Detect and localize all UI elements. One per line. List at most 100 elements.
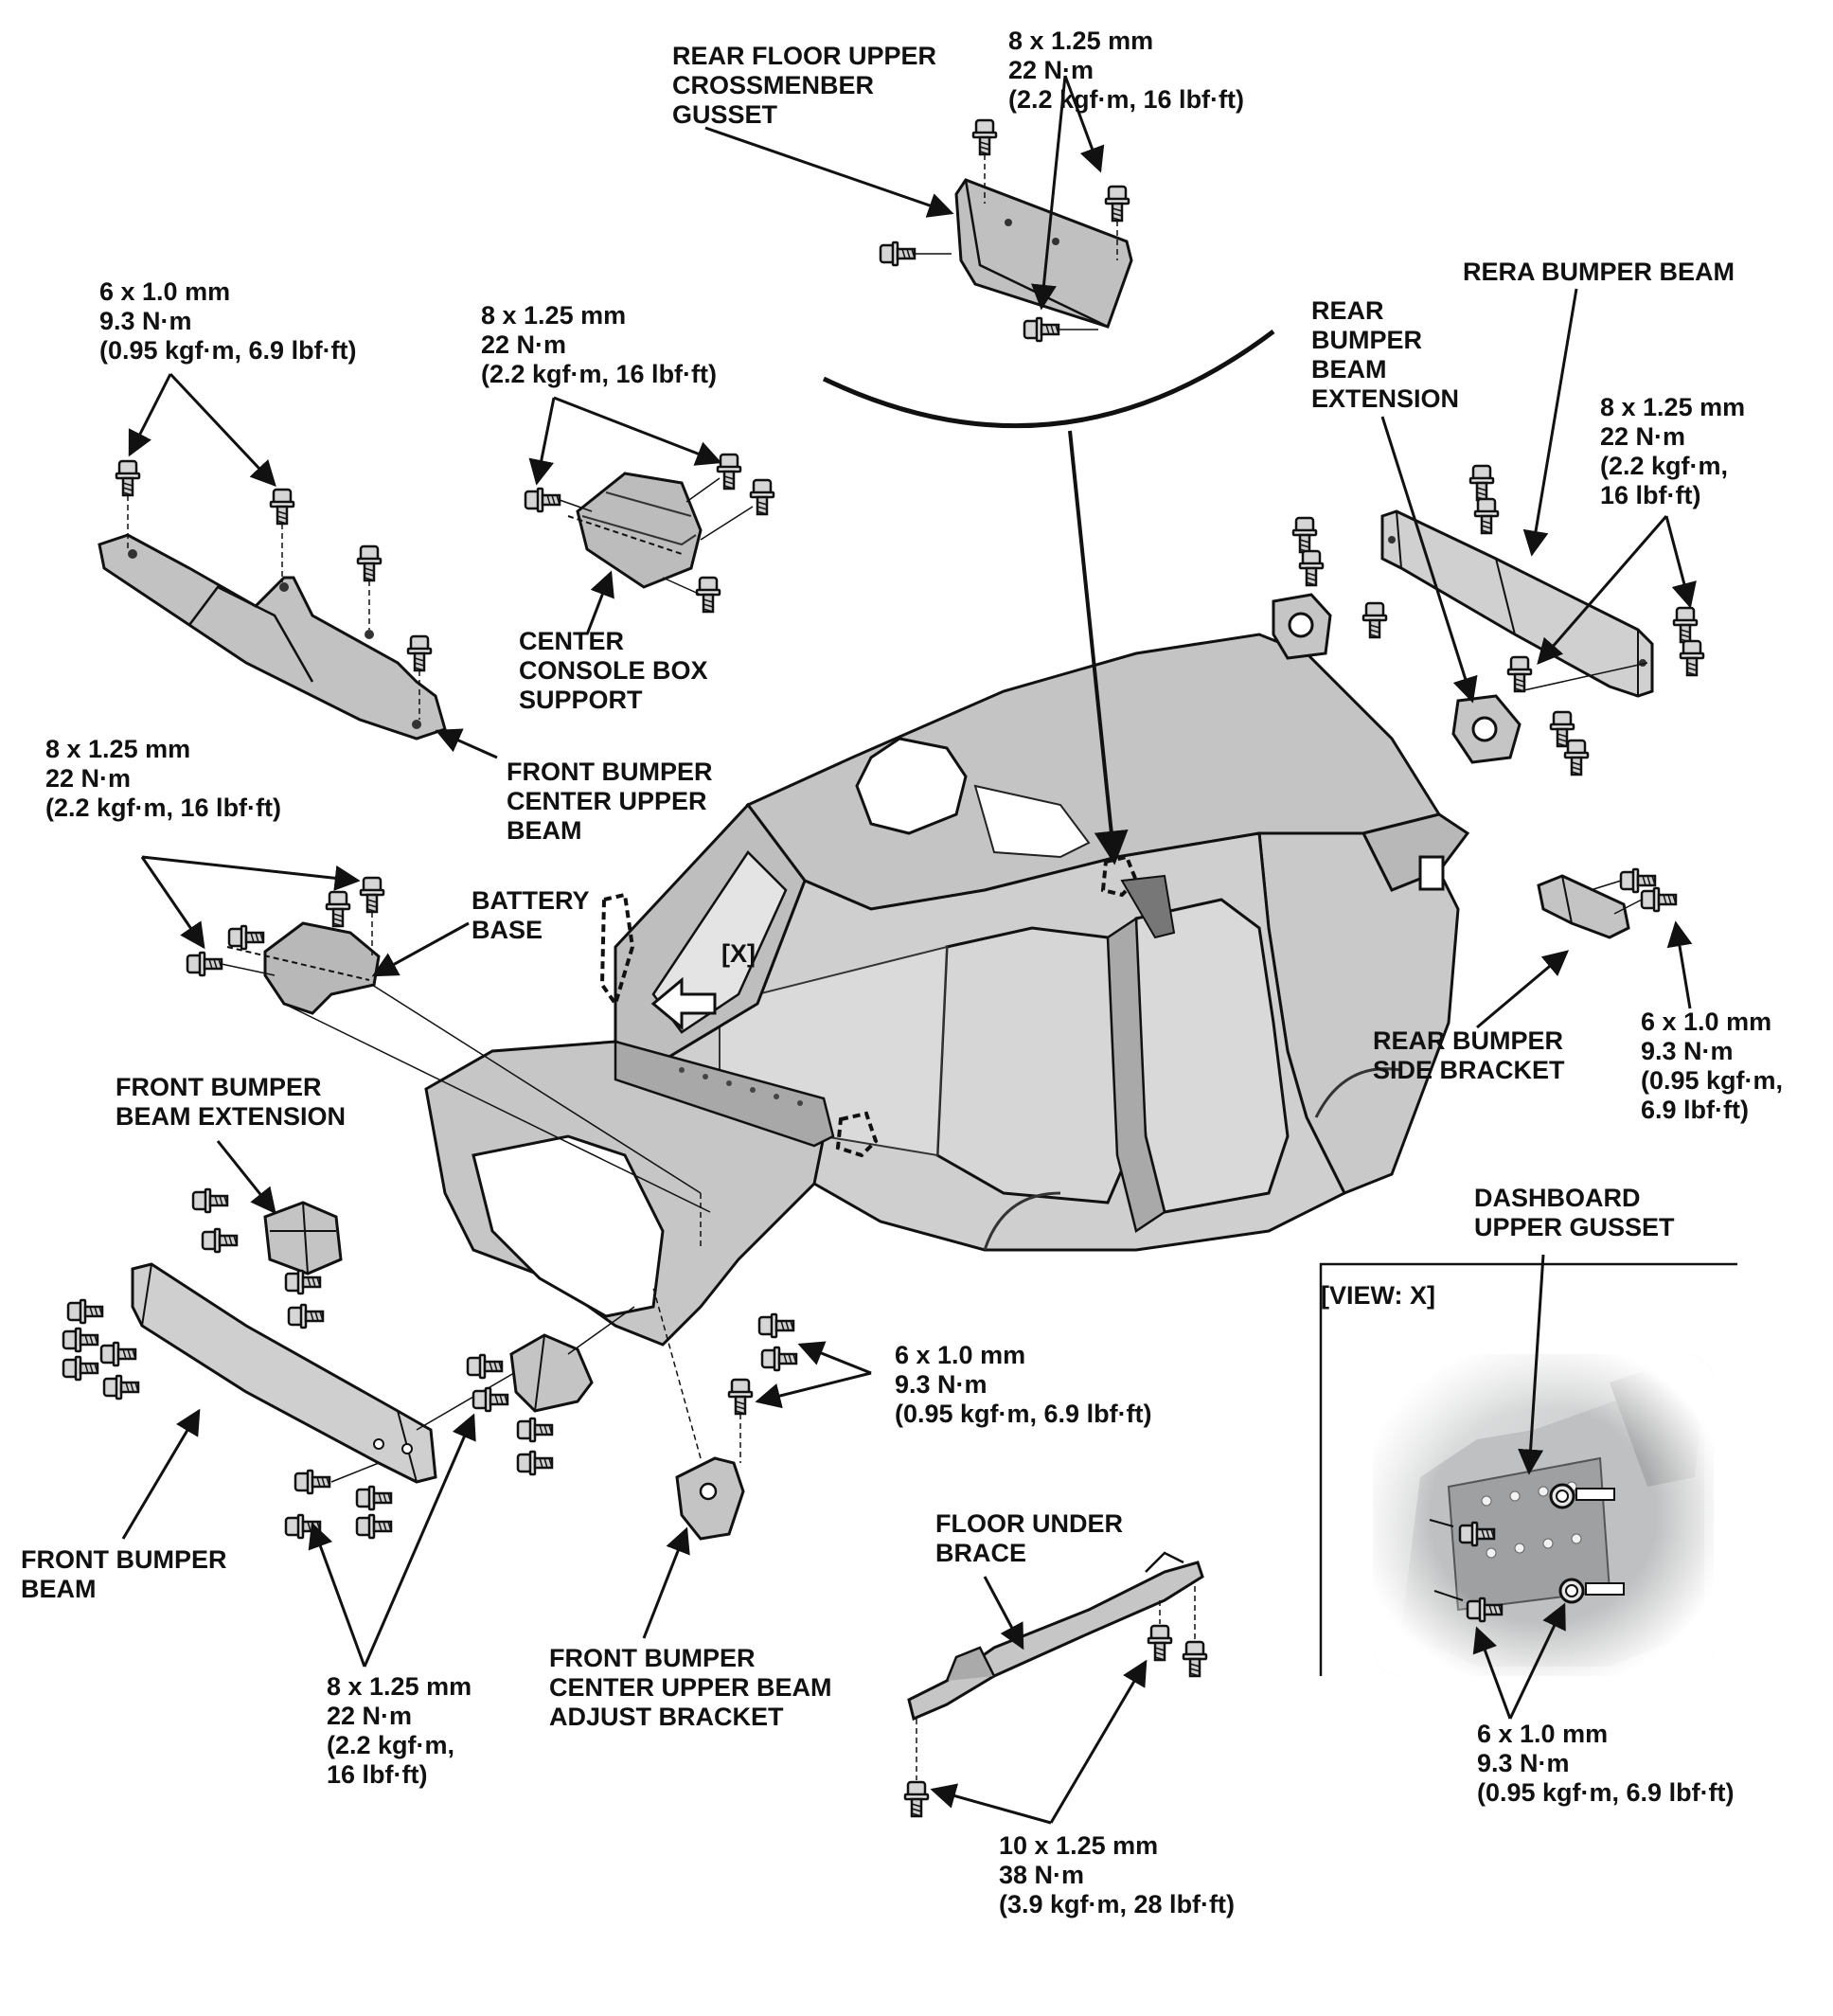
spec-front-upper-beam: 6 x 1.0 mm 9.3 N·m (0.95 kgf·m, 6.9 lbf·… bbox=[99, 277, 357, 366]
label-line: RERA BUMPER BEAM bbox=[1463, 258, 1735, 286]
label-line: BEAM bbox=[507, 816, 582, 845]
spec-rear-side-bracket: 6 x 1.0 mm 9.3 N·m (0.95 kgf·m, 6.9 lbf·… bbox=[1641, 1008, 1783, 1125]
label-rear-floor-gusset: REAR FLOOR UPPER CROSSMENBER GUSSET bbox=[672, 42, 936, 130]
spec-adjust-bracket: 6 x 1.0 mm 9.3 N·m (0.95 kgf·m, 6.9 lbf·… bbox=[895, 1341, 1152, 1429]
label-line: FRONT BUMPER bbox=[507, 758, 713, 786]
spec-dashboard-gusset: 6 x 1.0 mm 9.3 N·m (0.95 kgf·m, 6.9 lbf·… bbox=[1477, 1720, 1735, 1808]
spec-floor-under-brace: 10 x 1.25 mm 38 N·m (3.9 kgf·m, 28 lbf·f… bbox=[999, 1831, 1235, 1919]
spec-line: 22 N·m bbox=[45, 764, 132, 793]
spec-line: 6 x 1.0 mm bbox=[1477, 1720, 1609, 1748]
spec-line: 6 x 1.0 mm bbox=[1641, 1008, 1772, 1036]
spec-line: (0.95 kgf·m, 6.9 lbf·ft) bbox=[895, 1400, 1152, 1428]
spec-line: (0.95 kgf·m, 6.9 lbf·ft) bbox=[99, 336, 357, 365]
spec-line: 22 N·m bbox=[481, 330, 567, 359]
spec-line: 22 N·m bbox=[327, 1702, 413, 1730]
spec-front-bumper-beam: 8 x 1.25 mm 22 N·m (2.2 kgf·m, 16 lbf·ft… bbox=[327, 1672, 472, 1790]
label-line: BEAM bbox=[1311, 355, 1387, 384]
label-line: BASE bbox=[472, 916, 543, 944]
front-upper-beam-part bbox=[98, 459, 447, 740]
label-line: BUMPER bbox=[1311, 326, 1423, 354]
label-floor-under-brace: FLOOR UNDER BRACE bbox=[935, 1509, 1123, 1568]
spec-line: 8 x 1.25 mm bbox=[45, 735, 191, 763]
label-line: CENTER UPPER bbox=[507, 787, 707, 815]
label-rear-bumper-beam: RERA BUMPER BEAM bbox=[1463, 258, 1735, 287]
spec-line: (2.2 kgf·m, bbox=[327, 1731, 455, 1759]
spec-battery-base: 8 x 1.25 mm 22 N·m (2.2 kgf·m, 16 lbf·ft… bbox=[45, 735, 281, 823]
label-front-beam-extension: FRONT BUMPER BEAM EXTENSION bbox=[116, 1073, 346, 1132]
spec-rear-bumper-beam: 8 x 1.25 mm 22 N·m (2.2 kgf·m, 16 lbf·ft… bbox=[1600, 393, 1745, 510]
spec-line: (0.95 kgf·m, 6.9 lbf·ft) bbox=[1477, 1778, 1735, 1807]
label-line: [VIEW: X] bbox=[1321, 1281, 1435, 1310]
label-adjust-bracket: FRONT BUMPER CENTER UPPER BEAM ADJUST BR… bbox=[549, 1644, 832, 1732]
label-line: BRACE bbox=[935, 1539, 1027, 1567]
spec-line: 8 x 1.25 mm bbox=[481, 301, 627, 330]
label-battery-base: BATTERY BASE bbox=[472, 886, 590, 945]
spec-line: 10 x 1.25 mm bbox=[999, 1831, 1159, 1860]
spec-line: 6.9 lbf·ft) bbox=[1641, 1096, 1749, 1124]
label-line: REAR FLOOR UPPER bbox=[672, 42, 937, 70]
rear-side-bracket-part bbox=[1537, 867, 1678, 939]
view-x-marker: [X] bbox=[721, 939, 756, 969]
label-line: ADJUST BRACKET bbox=[549, 1703, 784, 1731]
label-line: UPPER GUSSET bbox=[1474, 1213, 1675, 1241]
spec-line: 22 N·m bbox=[1008, 56, 1094, 84]
label-rear-bumper-extension: REAR BUMPER BEAM EXTENSION bbox=[1311, 296, 1459, 414]
spec-line: 8 x 1.25 mm bbox=[1008, 27, 1154, 55]
spec-line: (2.2 kgf·m, 16 lbf·ft) bbox=[45, 794, 282, 822]
label-rear-side-bracket: REAR BUMPER SIDE BRACKET bbox=[1373, 1026, 1565, 1085]
spec-line: 9.3 N·m bbox=[895, 1370, 988, 1399]
label-line: CENTER UPPER BEAM bbox=[549, 1673, 832, 1702]
spec-line: 38 N·m bbox=[999, 1861, 1085, 1889]
label-line: CENTER bbox=[519, 627, 625, 655]
spec-line: 8 x 1.25 mm bbox=[327, 1672, 472, 1701]
front-beam-right-extension bbox=[466, 1306, 635, 1476]
label-line: DASHBOARD bbox=[1474, 1184, 1641, 1212]
label-front-upper-beam: FRONT BUMPER CENTER UPPER BEAM bbox=[507, 758, 713, 846]
label-line: FRONT BUMPER bbox=[549, 1644, 756, 1672]
spec-line: 9.3 N·m bbox=[99, 307, 192, 335]
spec-line: (3.9 kgf·m, 28 lbf·ft) bbox=[999, 1890, 1236, 1918]
car-body-shell bbox=[424, 633, 1470, 1347]
label-line: REAR BUMPER bbox=[1373, 1026, 1564, 1055]
spec-line: 9.3 N·m bbox=[1641, 1037, 1734, 1065]
rear-bumper-extension-part bbox=[1272, 464, 1705, 776]
adjust-bracket-part bbox=[652, 1287, 798, 1541]
front-bumper-beam-part bbox=[62, 1262, 531, 1540]
label-line: EXTENSION bbox=[1311, 384, 1460, 413]
label-line: FLOOR UNDER bbox=[935, 1509, 1123, 1538]
battery-base-part bbox=[186, 876, 711, 1250]
console-support-part bbox=[524, 453, 775, 614]
label-line: SIDE BRACKET bbox=[1373, 1056, 1565, 1084]
view-x-title: [VIEW: X] bbox=[1321, 1281, 1435, 1311]
label-line: FRONT BUMPER bbox=[116, 1073, 322, 1101]
spec-line: (0.95 kgf·m, bbox=[1641, 1066, 1784, 1095]
label-line: CROSSMENBER bbox=[672, 71, 875, 99]
rear-bumper-beam-part bbox=[1380, 509, 1654, 698]
spec-line: (2.2 kgf·m, 16 lbf·ft) bbox=[1008, 85, 1245, 114]
label-line: REAR bbox=[1311, 296, 1384, 325]
spec-line: 9.3 N·m bbox=[1477, 1749, 1570, 1777]
spec-line: (2.2 kgf·m, 16 lbf·ft) bbox=[481, 360, 718, 388]
label-front-bumper-beam: FRONT BUMPER BEAM bbox=[21, 1545, 227, 1604]
label-line: SUPPORT bbox=[519, 686, 643, 714]
label-line: [X] bbox=[721, 939, 756, 968]
label-line: GUSSET bbox=[672, 100, 778, 129]
rear-floor-gusset-part bbox=[879, 118, 1133, 343]
front-beam-extension-part bbox=[191, 1187, 343, 1329]
label-line: FRONT BUMPER bbox=[21, 1545, 227, 1574]
label-dashboard-gusset: DASHBOARD UPPER GUSSET bbox=[1474, 1184, 1675, 1242]
spec-line: (2.2 kgf·m, bbox=[1600, 452, 1729, 480]
view-x-inset bbox=[1319, 1262, 1737, 1676]
spec-line: 16 lbf·ft) bbox=[327, 1760, 428, 1789]
spec-console-support: 8 x 1.25 mm 22 N·m (2.2 kgf·m, 16 lbf·ft… bbox=[481, 301, 717, 389]
label-line: CONSOLE BOX bbox=[519, 656, 708, 685]
spec-line: 6 x 1.0 mm bbox=[99, 277, 231, 306]
floor-brace-part bbox=[903, 1551, 1208, 1818]
spec-line: 8 x 1.25 mm bbox=[1600, 393, 1746, 421]
spec-line: 22 N·m bbox=[1600, 422, 1686, 451]
spec-line: 16 lbf·ft) bbox=[1600, 481, 1701, 509]
spec-top-fastener: 8 x 1.25 mm 22 N·m (2.2 kgf·m, 16 lbf·ft… bbox=[1008, 27, 1244, 115]
label-center-console-support: CENTER CONSOLE BOX SUPPORT bbox=[519, 627, 708, 715]
